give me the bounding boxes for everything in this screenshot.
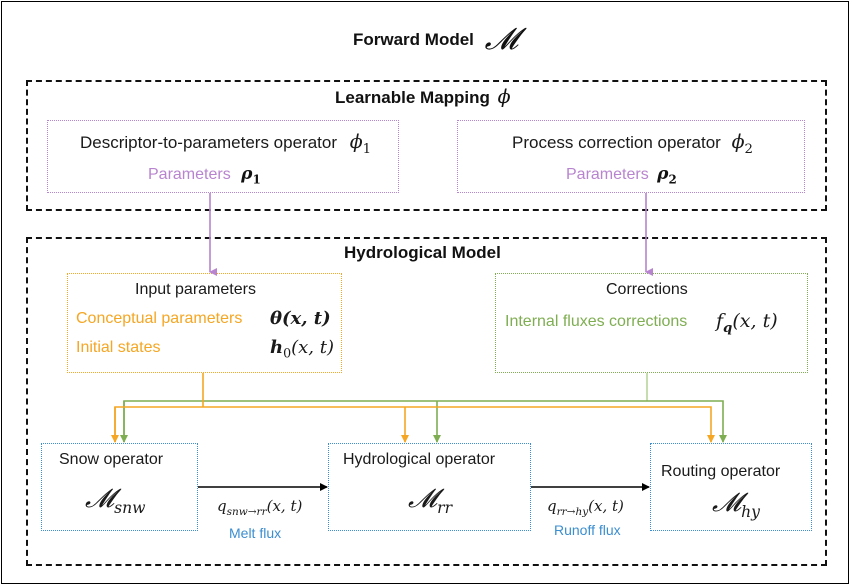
parameters-text: Parameters bbox=[148, 166, 231, 183]
m-hy-symbol: 𝓜hy bbox=[712, 488, 760, 522]
parameters-rho2-label: Parameters ρ2 bbox=[566, 164, 677, 186]
q-snw-rr-symbol: qsnw→rr(x, t) bbox=[217, 497, 303, 518]
hydrological-model-title: Hydrological Model bbox=[344, 243, 501, 262]
input-parameters-box bbox=[67, 273, 342, 373]
parameters-rho1-label: Parameters ρ1 bbox=[148, 164, 261, 186]
learnable-mapping-title: Learnable Mapping ϕ bbox=[335, 86, 511, 108]
parameters-text: Parameters bbox=[566, 166, 649, 183]
snow-operator-box bbox=[41, 443, 198, 531]
h0-symbol: h0(x, t) bbox=[270, 337, 334, 361]
internal-fluxes-corrections-label: Internal fluxes corrections bbox=[505, 313, 688, 330]
forward-model-title: Forward Model 𝓜 bbox=[353, 22, 518, 57]
runoff-flux-label: Runoff flux bbox=[554, 522, 621, 538]
phi1-symbol: ϕ1 bbox=[349, 131, 372, 157]
routing-operator-label: Routing operator bbox=[661, 463, 781, 480]
descriptor-to-parameters-operator-label: Descriptor-to-parameters operator ϕ1 bbox=[80, 131, 371, 157]
theta-symbol: θ(x, t) bbox=[270, 308, 331, 329]
initial-states-label: Initial states bbox=[76, 339, 161, 356]
m-snw-symbol: 𝓜snw bbox=[85, 484, 146, 518]
operator-name: Descriptor-to-parameters operator bbox=[80, 133, 337, 152]
snow-operator-label: Snow operator bbox=[59, 451, 164, 468]
melt-flux-label: Melt flux bbox=[229, 525, 282, 541]
forward-model-title-text: Forward Model bbox=[353, 30, 474, 49]
hydrological-operator-box bbox=[328, 443, 531, 531]
q-rr-hy-symbol: qrr→hy(x, t) bbox=[547, 497, 624, 518]
phi2-symbol: ϕ2 bbox=[731, 131, 753, 157]
hydrological-operator-label: Hydrological operator bbox=[343, 451, 496, 468]
descriptor-to-parameters-operator-box bbox=[47, 120, 399, 193]
learnable-mapping-title-text: Learnable Mapping bbox=[335, 88, 490, 107]
hydrological-model-box bbox=[26, 237, 827, 566]
m-rr-symbol: 𝓜rr bbox=[408, 484, 453, 518]
learnable-mapping-symbol: ϕ bbox=[497, 86, 511, 108]
corrections-title: Corrections bbox=[606, 281, 688, 298]
forward-model-symbol: 𝓜 bbox=[484, 22, 519, 57]
conceptual-parameters-label: Conceptual parameters bbox=[76, 310, 243, 327]
input-parameters-title: Input parameters bbox=[135, 281, 256, 298]
fq-symbol: fq(x, t) bbox=[716, 310, 778, 336]
rho1-symbol: ρ1 bbox=[241, 164, 261, 187]
process-correction-operator-box bbox=[457, 120, 805, 193]
learnable-mapping-box bbox=[26, 80, 827, 211]
process-correction-operator-label: Process correction operator ϕ2 bbox=[512, 131, 753, 157]
rho2-symbol: ρ2 bbox=[657, 164, 677, 187]
routing-operator-box bbox=[650, 443, 812, 531]
operator-name: Process correction operator bbox=[512, 133, 721, 152]
